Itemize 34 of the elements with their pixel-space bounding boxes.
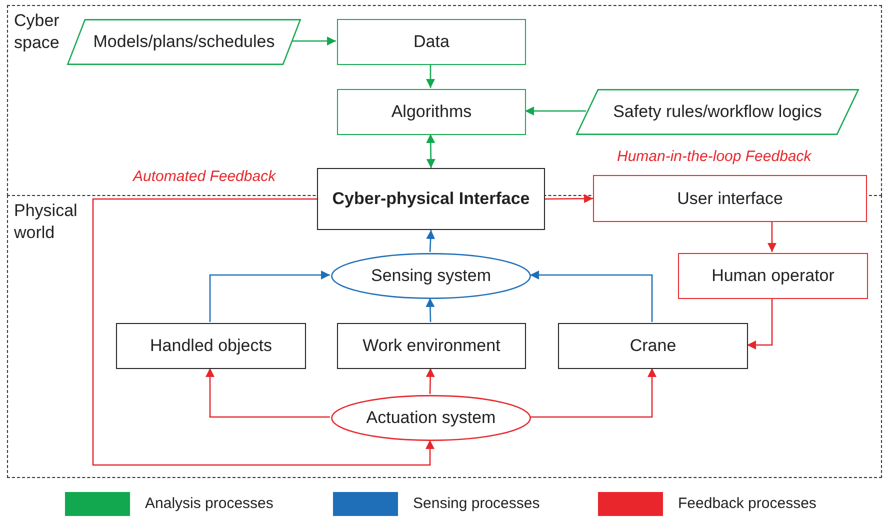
process-box: Human operator: [678, 253, 868, 299]
arrow: [206, 368, 330, 418]
process-box: Cyber-physical Interface: [317, 168, 545, 230]
feedback-label: Automated Feedback: [133, 168, 276, 185]
arrow: [747, 298, 773, 350]
arrow: [209, 270, 330, 322]
legend-label: Sensing processes: [413, 495, 540, 512]
process-box: User interface: [593, 175, 867, 222]
arrow: [426, 134, 436, 168]
arrow: [92, 198, 434, 466]
arrow: [767, 222, 776, 252]
feedback-label: Human-in-the-loop Feedback: [617, 148, 812, 165]
input-parallelogram: Safety rules/workflow logics: [576, 89, 859, 135]
region-label: Physical world: [14, 200, 78, 244]
process-box: Work environment: [337, 323, 526, 369]
arrow: [545, 194, 593, 204]
system-ellipse: Actuation system: [331, 395, 531, 441]
legend-label: Analysis processes: [145, 495, 274, 512]
arrow: [530, 368, 656, 418]
process-box: Data: [337, 19, 526, 65]
process-box: Handled objects: [116, 323, 306, 369]
arrow: [426, 64, 435, 88]
arrow: [525, 106, 586, 116]
arrow: [530, 270, 653, 322]
system-ellipse: Sensing system: [331, 253, 531, 299]
process-box: Crane: [558, 323, 748, 369]
input-parallelogram: Models/plans/schedules: [67, 19, 301, 65]
region-label: Cyber space: [14, 10, 60, 54]
process-box: Algorithms: [337, 89, 526, 135]
arrow: [426, 230, 436, 252]
arrow: [291, 36, 336, 46]
legend-label: Feedback processes: [678, 495, 816, 512]
arrow: [426, 298, 435, 322]
arrow: [426, 368, 435, 394]
